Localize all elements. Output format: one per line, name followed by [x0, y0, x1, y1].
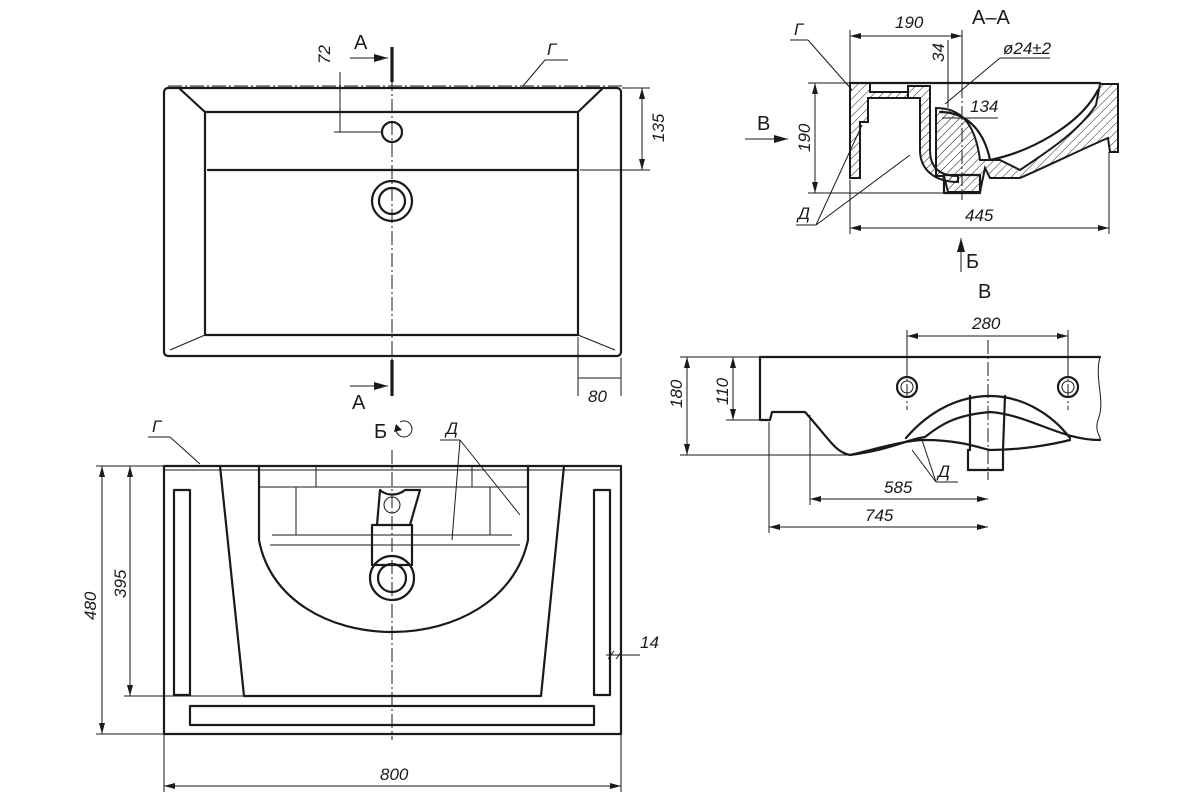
aa-dim445-arrow-right — [1098, 225, 1109, 231]
dim-585: 585 — [884, 478, 913, 497]
mark-g-front: Г — [152, 417, 163, 436]
rotate-arrow-icon — [394, 424, 402, 432]
v-dim110-arrow-top — [730, 357, 736, 368]
aa-leader-g — [807, 39, 853, 91]
dim-445: 445 — [965, 206, 994, 225]
view-title-v: В — [978, 281, 991, 303]
front-left-leg — [172, 488, 192, 697]
section-bowl-curve — [938, 88, 1100, 162]
top-corner-br — [577, 334, 616, 351]
v-dim180-arrow-bottom — [684, 444, 690, 455]
front-overflow-arm — [375, 488, 422, 527]
front-bottom-plate — [188, 704, 596, 727]
section-left-wall — [849, 82, 909, 179]
mark-d-front: Д — [444, 419, 458, 438]
aa-dim445-arrow-left — [850, 225, 861, 231]
view-label-v-arrow: В — [757, 113, 770, 135]
section-arrow-bottom-icon — [374, 382, 388, 390]
view-label-b-arrow: Б — [966, 251, 979, 273]
leader-d-front-2 — [459, 439, 521, 516]
side-outline — [758, 355, 1102, 457]
rotate-icon — [395, 420, 413, 438]
aa-dim190w-arrow-left — [850, 33, 861, 39]
section-aa-view: А–А 190 34 ø24±2 134 190 — [745, 7, 1119, 273]
top-bowl-rim — [178, 87, 604, 337]
dim135-arrow-bottom — [639, 159, 645, 170]
view-label-b: Б — [374, 421, 387, 443]
leader-g-top — [522, 59, 546, 87]
v-dim280-arrow-left — [907, 333, 918, 339]
dim-280: 280 — [971, 314, 1001, 333]
dim-14: 14 — [640, 633, 659, 652]
aa-leader-d-1 — [815, 124, 863, 226]
front-bowl-shelf — [259, 486, 528, 546]
view-b-arrow-icon — [957, 238, 965, 252]
front-bowl-outline — [257, 464, 530, 634]
dim480-arrow-bottom — [99, 723, 105, 734]
v-dim180-arrow-top — [684, 357, 690, 368]
dim-134: 134 — [970, 97, 998, 116]
aa-dim190h-arrow-top — [812, 83, 818, 94]
dim-hole-diameter: ø24±2 — [1003, 39, 1052, 58]
aa-dim190h-arrow-bottom — [812, 182, 818, 193]
top-view: А А 72 135 80 Г — [162, 32, 668, 414]
v-dim585-arrow-right — [977, 496, 988, 502]
dim-745: 745 — [865, 506, 894, 525]
dim480-arrow-top — [99, 466, 105, 477]
v-dim110-arrow-bottom — [730, 409, 736, 420]
dim135-arrow-top — [639, 88, 645, 99]
section-bowl-wall — [935, 83, 1119, 193]
dim14-tick-2 — [615, 650, 623, 660]
v-leader-d-2 — [921, 439, 937, 483]
side-bowl-arc — [904, 394, 1072, 440]
dim395-arrow-bottom — [127, 685, 133, 696]
dim-110: 110 — [713, 377, 732, 405]
front-right-leg — [592, 488, 612, 697]
mark-g-aa: Г — [794, 20, 805, 39]
dim395-arrow-top — [127, 466, 133, 477]
section-title-aa: А–А — [972, 7, 1010, 29]
dim-190-height: 190 — [795, 123, 814, 152]
v-dim280-arrow-right — [1057, 333, 1068, 339]
dim-180: 180 — [667, 379, 686, 408]
side-bowl-inner — [848, 438, 1072, 457]
dim-800: 800 — [380, 765, 409, 784]
dim-395: 395 — [111, 569, 130, 598]
leader-g-front — [169, 436, 201, 465]
mark-d-v: Д — [936, 462, 950, 481]
aa-leader-d-2 — [815, 154, 911, 226]
side-drain-tube — [966, 394, 1007, 472]
section-arrow-top-icon — [374, 54, 388, 62]
dim14-tick-1 — [607, 650, 615, 660]
dim800-arrow-right — [610, 783, 621, 789]
v-dim745-arrow-left — [769, 524, 780, 530]
dim-80: 80 — [588, 387, 607, 406]
front-view: Б Г Д 480 395 14 800 — [81, 417, 659, 792]
aa-dim190w-arrow-right — [951, 33, 962, 39]
top-corner-bl — [169, 334, 206, 351]
side-right-break — [1096, 356, 1102, 441]
dim-135: 135 — [649, 113, 668, 142]
view-v: В 280 180 110 — [667, 281, 1102, 533]
mark-g-top: Г — [547, 40, 558, 59]
leader-d-front-1 — [451, 439, 461, 541]
front-outer-outline — [162, 464, 623, 736]
section-label-a-bottom: А — [352, 392, 366, 414]
dim-190-width: 190 — [895, 13, 924, 32]
v-dim745-arrow-right — [977, 524, 988, 530]
dim-72: 72 — [315, 45, 334, 64]
front-top-notch — [315, 466, 473, 487]
dim-480: 480 — [81, 591, 100, 620]
section-label-a-top: А — [354, 32, 368, 54]
view-v-arrow-icon — [774, 135, 788, 143]
dim800-arrow-left — [164, 783, 175, 789]
v-leader-d-1 — [911, 449, 937, 483]
dim-34: 34 — [929, 43, 948, 62]
aa-hole-leader — [944, 57, 1001, 105]
mark-d-aa: Д — [796, 204, 810, 223]
v-dim585-arrow-left — [810, 496, 821, 502]
